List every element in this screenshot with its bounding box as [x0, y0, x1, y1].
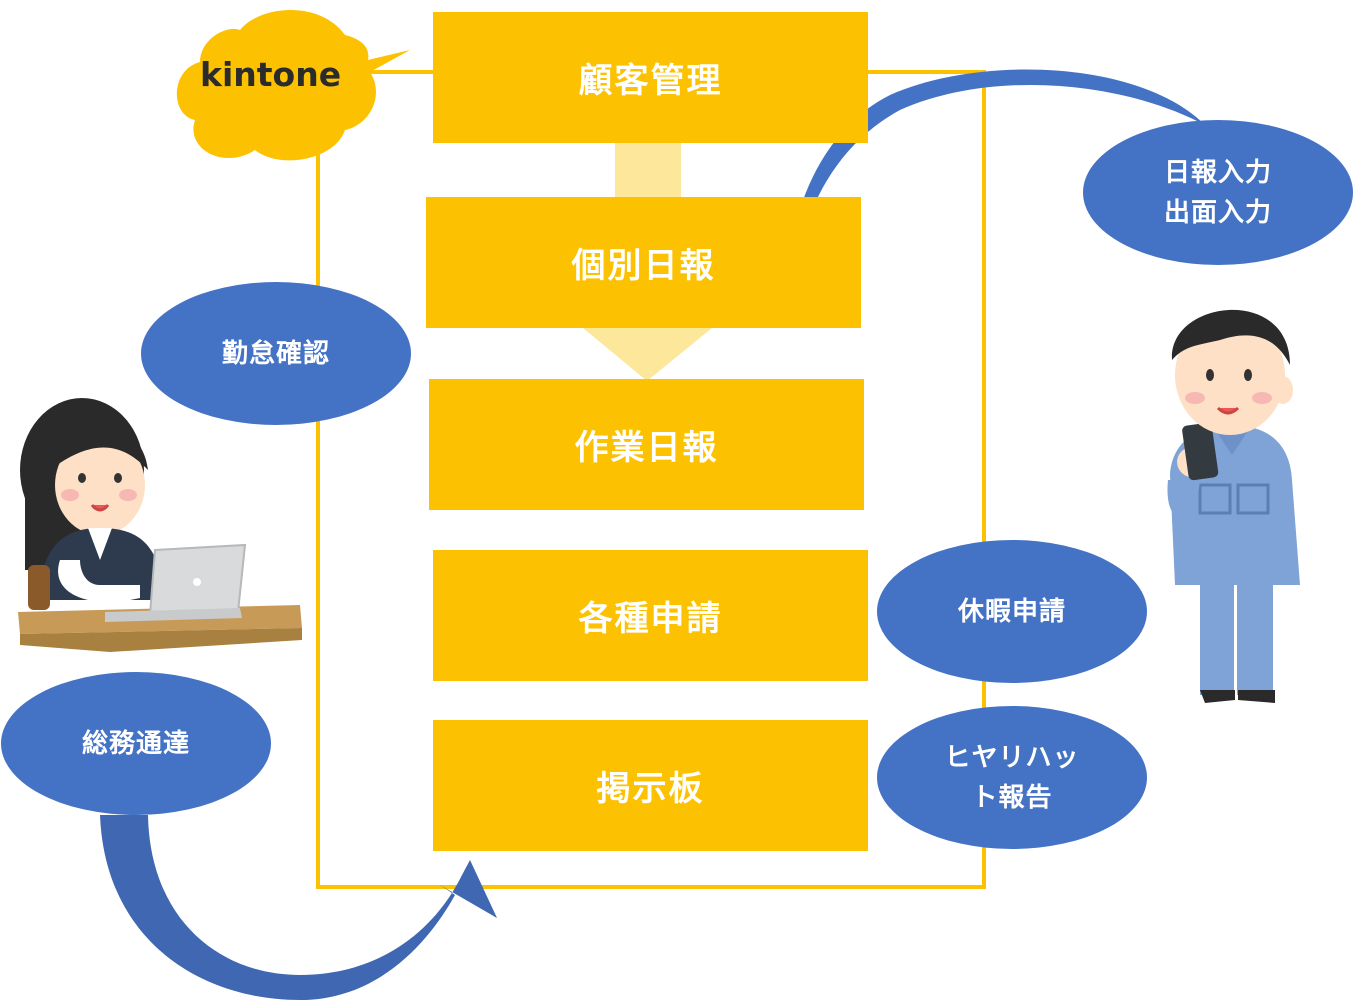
- office-worker-illustration: [18, 398, 302, 652]
- bubble-daily-input: 日報入力 出面入力: [1083, 120, 1353, 265]
- bubble-near-miss-line1: ヒヤリハッ: [944, 742, 1080, 773]
- bubble-general-affairs-label: 総務通達: [81, 728, 190, 759]
- kintone-cloud-icon: [176, 10, 410, 161]
- box-applications: 各種申請: [433, 550, 868, 681]
- box-customer-management: 顧客管理: [433, 12, 868, 143]
- bubble-near-miss: ヒヤリハッ ト報告: [877, 706, 1147, 849]
- curved-arrow-top: [760, 69, 1205, 292]
- connector-bar: [615, 143, 681, 198]
- bubble-general-affairs: 総務通達: [1, 672, 271, 815]
- bubble-leave-request: 休暇申請: [877, 540, 1147, 683]
- bubble-daily-input-line1: 日報入力: [1163, 157, 1272, 188]
- field-worker-illustration: [1167, 309, 1300, 703]
- box-work-daily-report: 作業日報: [429, 379, 864, 510]
- box-bulletin-board: 掲示板: [433, 720, 868, 851]
- bubble-near-miss-line2: ト報告: [971, 782, 1053, 813]
- bubble-leave-request-label: 休暇申請: [957, 596, 1066, 627]
- bubble-daily-input-line2: 出面入力: [1163, 197, 1272, 228]
- bubble-attendance-label: 勤怠確認: [221, 338, 330, 369]
- connector-arrow-down: [583, 328, 712, 381]
- bubble-attendance: 勤怠確認: [141, 282, 411, 425]
- kintone-logo: kintone: [200, 55, 342, 94]
- curved-arrow-bottom: [100, 815, 497, 1000]
- box-individual-daily-report: 個別日報: [426, 197, 861, 328]
